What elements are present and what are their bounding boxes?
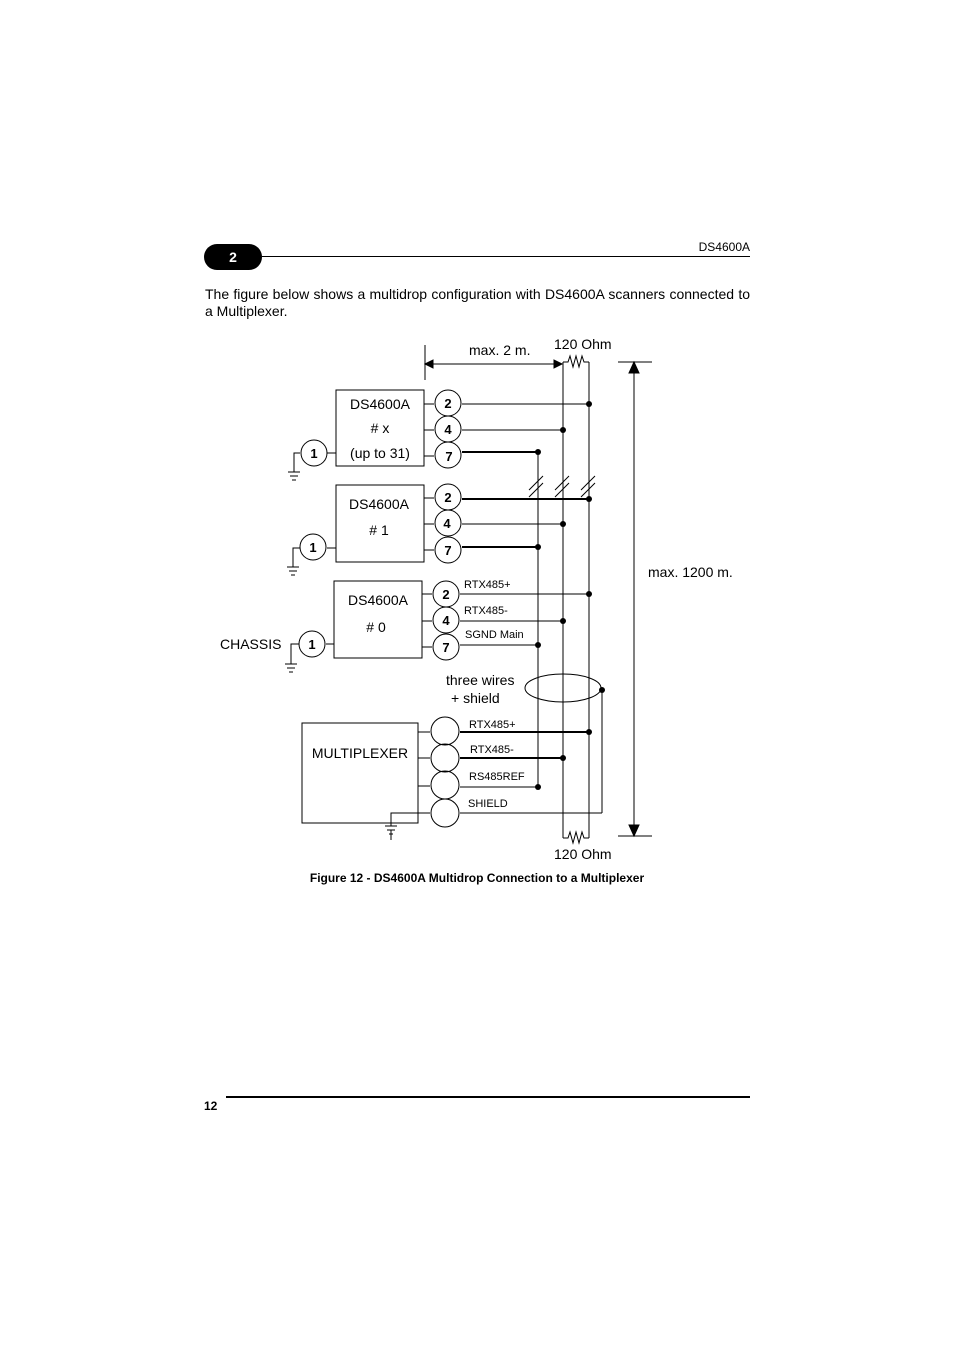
signal-rtx-minus-label: RTX485- bbox=[464, 605, 508, 617]
pin-0-4: 4 bbox=[442, 613, 450, 628]
pin-1-7: 7 bbox=[444, 543, 451, 558]
three-wires-label: three wires bbox=[446, 672, 514, 688]
pin-x-7: 7 bbox=[445, 449, 452, 464]
scanner-0-name: DS4600A bbox=[348, 592, 409, 608]
scanner-1-id: # 1 bbox=[369, 522, 389, 538]
chassis-pin-1: 1 bbox=[309, 540, 316, 555]
pin-0-7: 7 bbox=[442, 640, 449, 655]
chapter-badge: 2 bbox=[204, 244, 262, 270]
mux-rtx-plus-label: RTX485+ bbox=[469, 719, 516, 731]
pin-1-4: 4 bbox=[443, 516, 451, 531]
signal-rtx-plus-label: RTX485+ bbox=[464, 579, 511, 591]
mux-shield-label: SHIELD bbox=[468, 798, 508, 810]
scanner-x-name: DS4600A bbox=[350, 396, 411, 412]
multiplexer-label: MULTIPLEXER bbox=[312, 745, 408, 761]
max-1200m-label: max. 1200 m. bbox=[648, 564, 733, 580]
shield-label: + shield bbox=[451, 690, 500, 706]
intro-paragraph: The figure below shows a multidrop confi… bbox=[205, 286, 750, 319]
header-rule bbox=[262, 256, 750, 257]
scanner-0-id: # 0 bbox=[366, 619, 386, 635]
ohm-top-label: 120 Ohm bbox=[554, 336, 612, 352]
pin-0-2: 2 bbox=[442, 587, 449, 602]
figure-caption: Figure 12 - DS4600A Multidrop Connection… bbox=[309, 871, 645, 885]
scanner-x-id: # x bbox=[371, 420, 390, 436]
pin-x-2: 2 bbox=[444, 396, 451, 411]
chassis-pin-0: 1 bbox=[308, 637, 315, 652]
scanner-x-range: (up to 31) bbox=[350, 445, 410, 461]
chassis-label: CHASSIS bbox=[220, 636, 281, 652]
pin-1-2: 2 bbox=[444, 490, 451, 505]
ohm-bottom-label: 120 Ohm bbox=[554, 846, 612, 862]
mux-rtx-minus-label: RTX485- bbox=[470, 744, 514, 756]
pin-x-4: 4 bbox=[444, 422, 452, 437]
scanner-1-name: DS4600A bbox=[349, 496, 410, 512]
header-title: DS4600A bbox=[698, 240, 750, 254]
mux-ref-label: RS485REF bbox=[469, 771, 525, 783]
chassis-pin-x: 1 bbox=[310, 446, 317, 461]
page-number: 12 bbox=[204, 1099, 218, 1113]
max-2m-label: max. 2 m. bbox=[469, 342, 530, 358]
footer-rule bbox=[226, 1096, 750, 1098]
signal-sgnd-label: SGND Main bbox=[465, 629, 524, 641]
